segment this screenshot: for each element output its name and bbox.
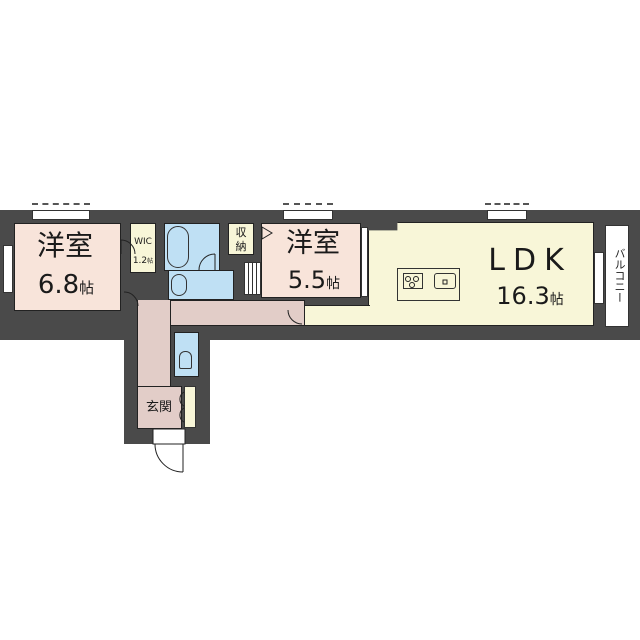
wic-size: 1.2 <box>132 256 148 266</box>
stove-icon <box>403 273 423 289</box>
window-icon <box>283 210 333 220</box>
western-1-size-row: 6.8帖 <box>30 272 102 298</box>
room-washroom <box>168 270 234 300</box>
western-1-name: 洋室 <box>36 229 93 262</box>
storage-label-1: 収 <box>235 226 247 239</box>
western-1-size: 6.8 <box>37 270 80 300</box>
ldk-size-row: 16.3帖 <box>482 284 578 308</box>
window-icon <box>487 210 527 220</box>
wic-name: WIC <box>134 237 152 247</box>
western-1-unit: 帖 <box>79 279 95 297</box>
wic-size-row: 1.2帖 <box>129 250 157 266</box>
western-2-name: 洋室 <box>286 228 340 259</box>
window-dash <box>32 203 90 206</box>
western-2-size: 5.5 <box>287 266 327 294</box>
window-dash <box>485 203 529 206</box>
room-western-1 <box>14 223 121 311</box>
toilet-icon <box>179 351 192 369</box>
closet-shelves <box>244 262 262 295</box>
ldk-lower-strip <box>300 305 370 326</box>
storage-label-2: 納 <box>235 240 247 253</box>
balcony-label: バルコニー <box>613 248 626 303</box>
room-storage <box>228 223 254 255</box>
ldk-size: 16.3 <box>496 282 550 310</box>
window-icon <box>3 245 13 293</box>
window-dash <box>283 203 333 206</box>
window-icon <box>32 210 90 220</box>
room-entrance <box>137 386 182 429</box>
bathtub-icon <box>167 226 189 268</box>
room-wic <box>130 223 156 273</box>
entrance-name: 玄関 <box>145 400 172 415</box>
sink-icon <box>434 273 456 289</box>
window-icon <box>594 252 604 304</box>
ldk-unit: 帖 <box>549 292 564 308</box>
shoe-cabinet <box>184 386 196 428</box>
hallway-vertical <box>137 300 171 400</box>
ldk-name: LDK <box>488 243 572 278</box>
wic-unit: 帖 <box>147 258 154 265</box>
window-icon <box>361 227 368 297</box>
western-2-size-row: 5.5帖 <box>278 268 350 292</box>
western-2-unit: 帖 <box>326 276 341 292</box>
washbasin-icon <box>171 274 187 296</box>
room-western-2 <box>261 223 361 298</box>
room-balcony <box>605 225 629 327</box>
